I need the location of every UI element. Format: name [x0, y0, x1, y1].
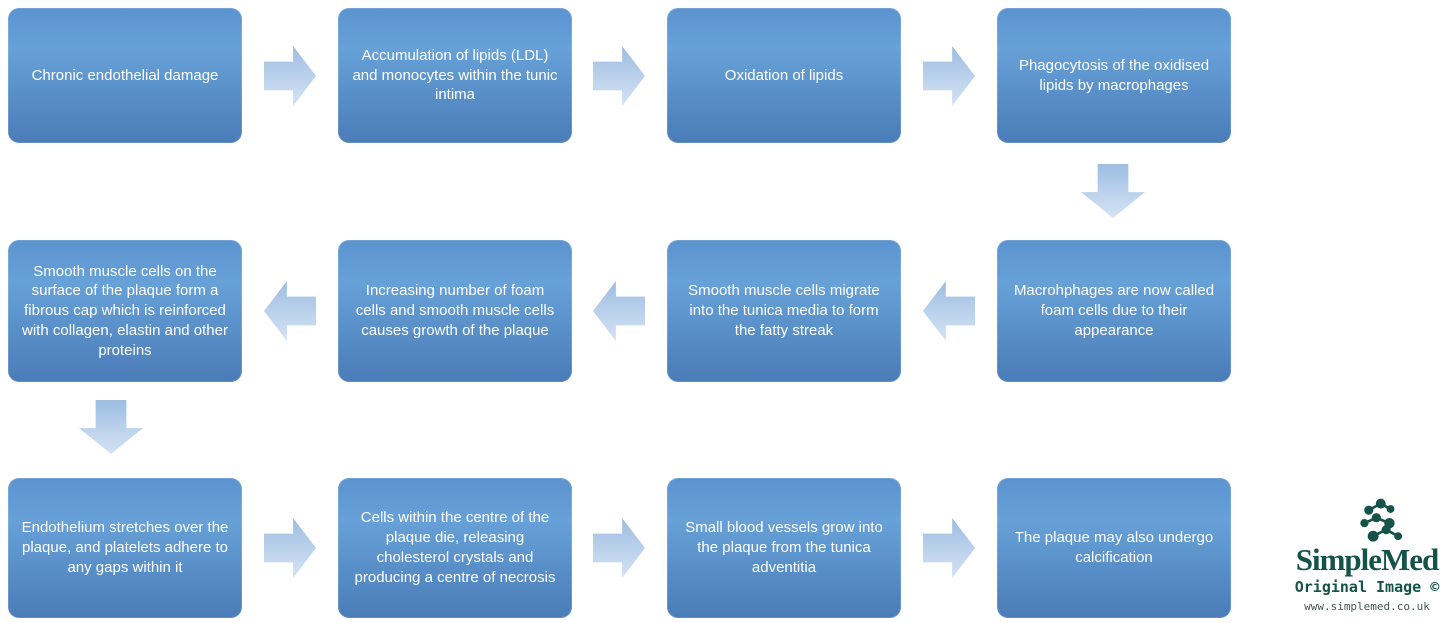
arrow-right-icon	[923, 46, 975, 106]
arrow-down-icon	[79, 400, 143, 454]
flow-step-11: Small blood vessels grow into the plaque…	[667, 478, 901, 618]
arrow-down-icon	[1081, 164, 1145, 218]
arrow-right-icon	[264, 518, 316, 578]
simplemed-watermark: SimpleMed Original Image © www.simplemed…	[1283, 496, 1451, 613]
arrow-left-icon	[923, 281, 975, 341]
watermark-url: www.simplemed.co.uk	[1304, 600, 1430, 613]
flow-step-2: Accumulation of lipids (LDL) and monocyt…	[338, 8, 572, 143]
flow-step-3: Oxidation of lipids	[667, 8, 901, 143]
flow-step-8: Smooth muscle cells on the surface of th…	[8, 240, 242, 382]
flow-step-10: Cells within the centre of the plaque di…	[338, 478, 572, 618]
flow-step-12: The plaque may also undergo calcificatio…	[997, 478, 1231, 618]
flow-step-1: Chronic endothelial damage	[8, 8, 242, 143]
flow-step-9: Endothelium stretches over the plaque, a…	[8, 478, 242, 618]
flow-step-4: Phagocytosis of the oxidised lipids by m…	[997, 8, 1231, 143]
arrow-right-icon	[264, 46, 316, 106]
watermark-caption: Original Image ©	[1294, 578, 1440, 596]
arrow-left-icon	[593, 281, 645, 341]
flow-step-7: Increasing number of foam cells and smoo…	[338, 240, 572, 382]
arrow-right-icon	[593, 46, 645, 106]
simplemed-molecule-icon	[1360, 498, 1403, 542]
flow-step-6: Smooth muscle cells migrate into the tun…	[667, 240, 901, 382]
arrow-left-icon	[264, 281, 316, 341]
simplemed-brand-text: SimpleMed	[1295, 542, 1440, 577]
arrow-right-icon	[923, 518, 975, 578]
flow-step-5: Macrohphages are now called foam cells d…	[997, 240, 1231, 382]
arrow-right-icon	[593, 518, 645, 578]
